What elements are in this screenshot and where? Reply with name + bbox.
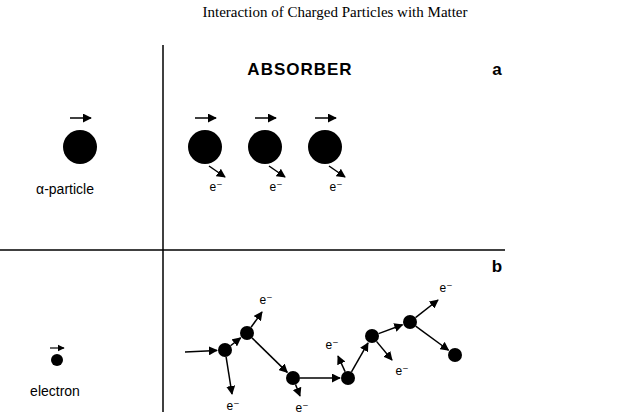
panel-divider bbox=[0, 249, 505, 251]
direction-arrow bbox=[70, 117, 91, 119]
ejected-electron-arrow bbox=[338, 356, 345, 372]
electron-dot bbox=[240, 326, 254, 340]
electron-label: e⁻ bbox=[329, 181, 342, 194]
panel-letter: a bbox=[492, 61, 501, 80]
ejected-electron-arrow bbox=[416, 300, 438, 318]
electron-label: e⁻ bbox=[269, 181, 282, 194]
electron-dot bbox=[403, 315, 417, 329]
ejected-electron-arrow bbox=[329, 166, 345, 177]
electron-label: e⁻ bbox=[209, 181, 222, 194]
ejected-electron-arrow bbox=[296, 385, 300, 396]
absorber-boundary bbox=[162, 45, 164, 412]
alpha-particle bbox=[188, 130, 222, 164]
electron-label: e⁻ bbox=[439, 282, 452, 295]
electron-dot bbox=[341, 371, 355, 385]
electron-dot bbox=[448, 348, 462, 362]
track-arrow bbox=[300, 377, 340, 379]
electron-dot bbox=[365, 329, 379, 343]
panel-letter: b bbox=[492, 258, 502, 277]
ejected-electron-arrow bbox=[376, 341, 392, 360]
track-arrow bbox=[379, 325, 403, 334]
track-arrow bbox=[252, 338, 287, 373]
electron-label: e⁻ bbox=[325, 339, 338, 352]
alpha-track bbox=[63, 118, 345, 177]
track-arrow bbox=[416, 326, 449, 350]
ejected-electron-arrow bbox=[226, 357, 232, 394]
alpha-particle bbox=[308, 130, 342, 164]
electron-label: e⁻ bbox=[226, 400, 239, 413]
electron-dot bbox=[218, 343, 232, 357]
ejected-electron-arrow bbox=[269, 166, 285, 177]
direction-arrow bbox=[255, 117, 276, 119]
direction-arrow bbox=[195, 117, 216, 119]
alpha-particle bbox=[63, 130, 97, 164]
alpha-particle bbox=[248, 130, 282, 164]
electron-dot bbox=[51, 354, 63, 366]
direction-arrow bbox=[315, 117, 336, 119]
direction-arrow bbox=[50, 347, 64, 348]
particle-name: α-particle bbox=[36, 182, 94, 197]
electron-label: e⁻ bbox=[259, 294, 272, 307]
region-label: ABSORBER bbox=[247, 61, 352, 80]
ejected-electron-arrow bbox=[251, 312, 262, 327]
electron-dot bbox=[286, 371, 300, 385]
particle-name: electron bbox=[30, 384, 80, 399]
electron-label: e⁻ bbox=[395, 365, 408, 378]
electron-track bbox=[50, 300, 462, 396]
track-arrow bbox=[351, 343, 368, 372]
ejected-electron-arrow bbox=[209, 166, 225, 177]
track-arrow bbox=[231, 338, 241, 346]
running-header: Interaction of Charged Particles with Ma… bbox=[202, 4, 467, 21]
electron-label: e⁻ bbox=[295, 402, 308, 415]
track-arrow bbox=[185, 350, 217, 352]
